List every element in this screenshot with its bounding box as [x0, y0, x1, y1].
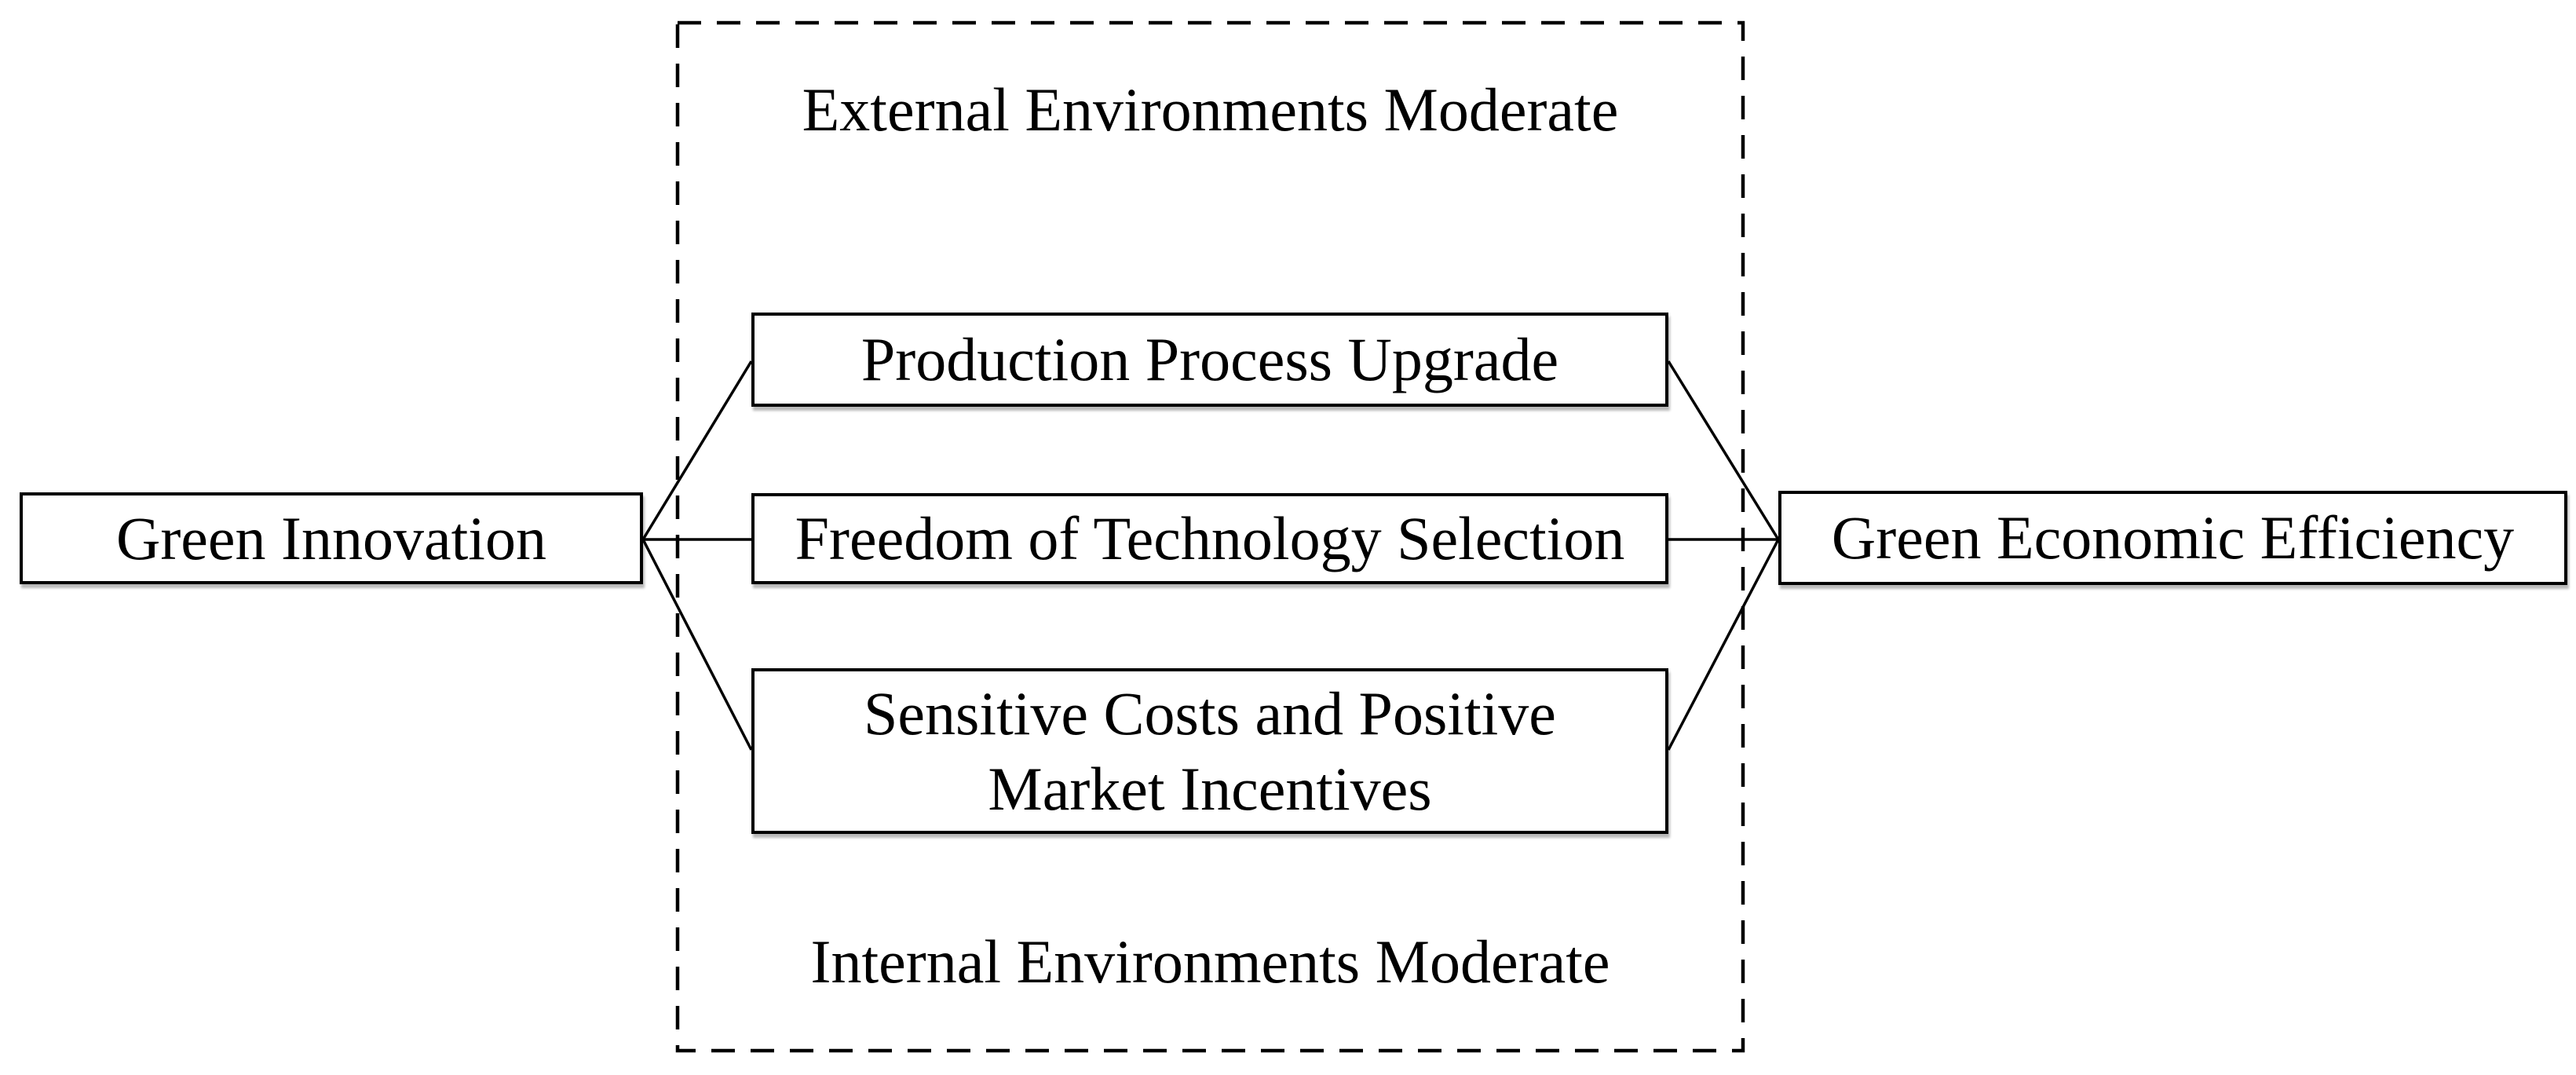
freedom-of-technology-selection-label: Freedom of Technology Selection [795, 504, 1625, 573]
connector-line-innovation-to-production [641, 360, 753, 540]
freedom-of-technology-selection-box: Freedom of Technology Selection [751, 493, 1668, 584]
connector-line-innovation-to-sensitive [641, 539, 753, 751]
green-innovation-label: Green Innovation [116, 503, 546, 572]
green-economic-efficiency-label: Green Economic Efficiency [1831, 503, 2515, 572]
sensitive-costs-positive-market-incentives-label: Sensitive Costs and Positive Market Ince… [864, 679, 1556, 823]
production-process-upgrade-box: Production Process Upgrade [751, 313, 1668, 407]
moderation-region-dashed-border [675, 20, 1745, 1053]
sensitive-costs-positive-market-incentives-box: Sensitive Costs and Positive Market Ince… [751, 668, 1668, 834]
external-environments-moderate-label: External Environments Moderate [802, 75, 1619, 144]
green-innovation-box: Green Innovation [20, 492, 643, 584]
production-process-upgrade-label: Production Process Upgrade [860, 325, 1559, 394]
internal-environments-moderate-label: Internal Environments Moderate [810, 927, 1610, 996]
green-economic-efficiency-box: Green Economic Efficiency [1778, 491, 2567, 585]
connector-line-production-to-efficiency [1667, 360, 1780, 540]
connector-line-sensitive-to-efficiency [1667, 539, 1780, 751]
